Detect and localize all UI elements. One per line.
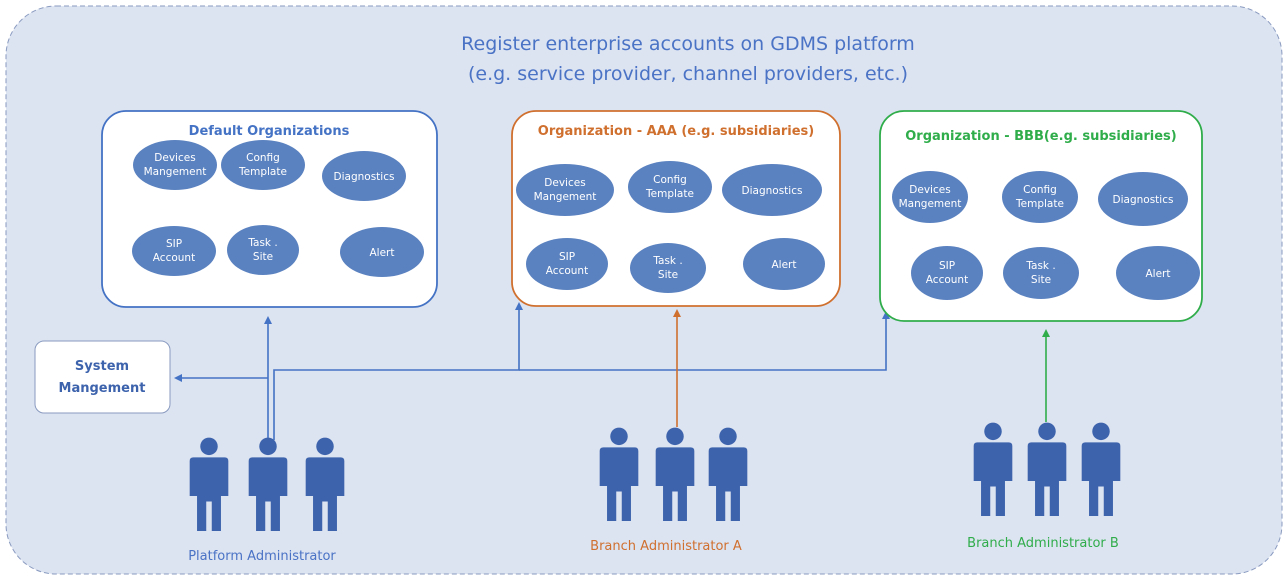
bubble-label: Site bbox=[1031, 274, 1051, 286]
bubble-label: Devices bbox=[154, 152, 195, 164]
bubble-shape bbox=[1098, 172, 1188, 226]
org-title: Organization - AAA (e.g. subsidiaries) bbox=[538, 124, 814, 139]
bubble-shape bbox=[133, 140, 217, 190]
bubble-label: Config bbox=[1023, 184, 1057, 196]
bubble-label: Template bbox=[645, 188, 694, 200]
task-site-bubble[interactable]: Task . Site bbox=[1003, 247, 1079, 299]
bubble-label: Config bbox=[653, 174, 687, 186]
branch-admin-b-label: Branch Administrator B bbox=[967, 536, 1119, 551]
bubble-label: Mangement bbox=[144, 166, 207, 178]
bubble-label: Site bbox=[253, 251, 273, 263]
bubble-shape bbox=[1116, 246, 1200, 300]
org-title: Default Organizations bbox=[189, 124, 350, 139]
bubble-label: Account bbox=[153, 252, 195, 264]
bubble-shape bbox=[322, 151, 406, 201]
branch-admin-a-label: Branch Administrator A bbox=[590, 539, 742, 554]
bubble-label: Task . bbox=[1025, 260, 1055, 272]
bubble-shape bbox=[630, 243, 706, 293]
system-management-line2: Mangement bbox=[59, 381, 146, 396]
bubble-label: SIP bbox=[166, 238, 182, 250]
bubble-shape bbox=[221, 140, 305, 190]
bubble-label: Alert bbox=[1146, 268, 1171, 280]
sip-account-bubble[interactable]: SIP Account bbox=[132, 226, 216, 276]
bubble-label: Account bbox=[546, 265, 588, 277]
bubble-label: Diagnostics bbox=[1113, 194, 1174, 206]
diagram-subtitle: (e.g. service provider, channel provider… bbox=[468, 63, 908, 85]
org-title: Organization - BBB(e.g. subsidiaries) bbox=[905, 129, 1176, 144]
bubble-shape bbox=[516, 164, 614, 216]
bubble-label: Mangement bbox=[899, 198, 962, 210]
bubble-label: Devices bbox=[544, 177, 585, 189]
bubble-label: Diagnostics bbox=[742, 185, 803, 197]
bubble-shape bbox=[743, 238, 825, 290]
bubble-label: SIP bbox=[939, 260, 955, 272]
org-default[interactable]: Default Organizations DevicesMangementCo… bbox=[101, 110, 438, 308]
bubble-label: Mangement bbox=[534, 191, 597, 203]
bubble-label: Alert bbox=[772, 259, 797, 271]
bubble-shape bbox=[892, 171, 968, 223]
bubble-label: Diagnostics bbox=[334, 171, 395, 183]
arrow-to-org-aaa bbox=[273, 302, 523, 440]
bubble-shape bbox=[1003, 247, 1079, 299]
bubble-label: Devices bbox=[909, 184, 950, 196]
bubble-shape bbox=[132, 226, 216, 276]
alert-bubble[interactable]: Alert bbox=[743, 238, 825, 290]
bubble-label: Site bbox=[658, 269, 678, 281]
bubble-shape bbox=[526, 238, 608, 290]
bubble-label: Task . bbox=[652, 255, 682, 267]
bubble-shape bbox=[340, 227, 424, 277]
platform-admin-connectors bbox=[174, 302, 890, 440]
arrow-to-org-bbb bbox=[519, 311, 890, 371]
bubble-label: Template bbox=[238, 166, 287, 178]
alert-bubble[interactable]: Alert bbox=[340, 227, 424, 277]
sip-account-bubble[interactable]: SIP Account bbox=[526, 238, 608, 290]
task-site-bubble[interactable]: Task . Site bbox=[630, 243, 706, 293]
bubble-shape bbox=[628, 161, 712, 213]
task-site-bubble[interactable]: Task . Site bbox=[227, 225, 299, 275]
system-management-line1: System bbox=[75, 359, 129, 374]
system-management-box[interactable]: System Mangement bbox=[34, 340, 171, 414]
org-aaa[interactable]: Organization - AAA (e.g. subsidiaries) D… bbox=[511, 110, 841, 307]
alert-bubble[interactable]: Alert bbox=[1116, 246, 1200, 300]
diagnostics-bubble[interactable]: Diagnostics bbox=[722, 164, 822, 216]
bubble-label: Config bbox=[246, 152, 280, 164]
diagram-title: Register enterprise accounts on GDMS pla… bbox=[461, 33, 915, 55]
org-bbb[interactable]: Organization - BBB(e.g. subsidiaries) De… bbox=[879, 110, 1203, 322]
diagnostics-bubble[interactable]: Diagnostics bbox=[322, 151, 406, 201]
bubble-label: SIP bbox=[559, 251, 575, 263]
platform-admin-label: Platform Administrator bbox=[188, 549, 336, 564]
bubble-shape bbox=[911, 246, 983, 300]
bubble-shape bbox=[1002, 171, 1078, 223]
bubble-label: Template bbox=[1015, 198, 1064, 210]
bubble-label: Task . bbox=[247, 237, 277, 249]
bubble-shape bbox=[227, 225, 299, 275]
bubble-shape bbox=[722, 164, 822, 216]
bubble-label: Account bbox=[926, 274, 968, 286]
bubble-label: Alert bbox=[370, 247, 395, 259]
diagnostics-bubble[interactable]: Diagnostics bbox=[1098, 172, 1188, 226]
sip-account-bubble[interactable]: SIP Account bbox=[911, 246, 983, 300]
